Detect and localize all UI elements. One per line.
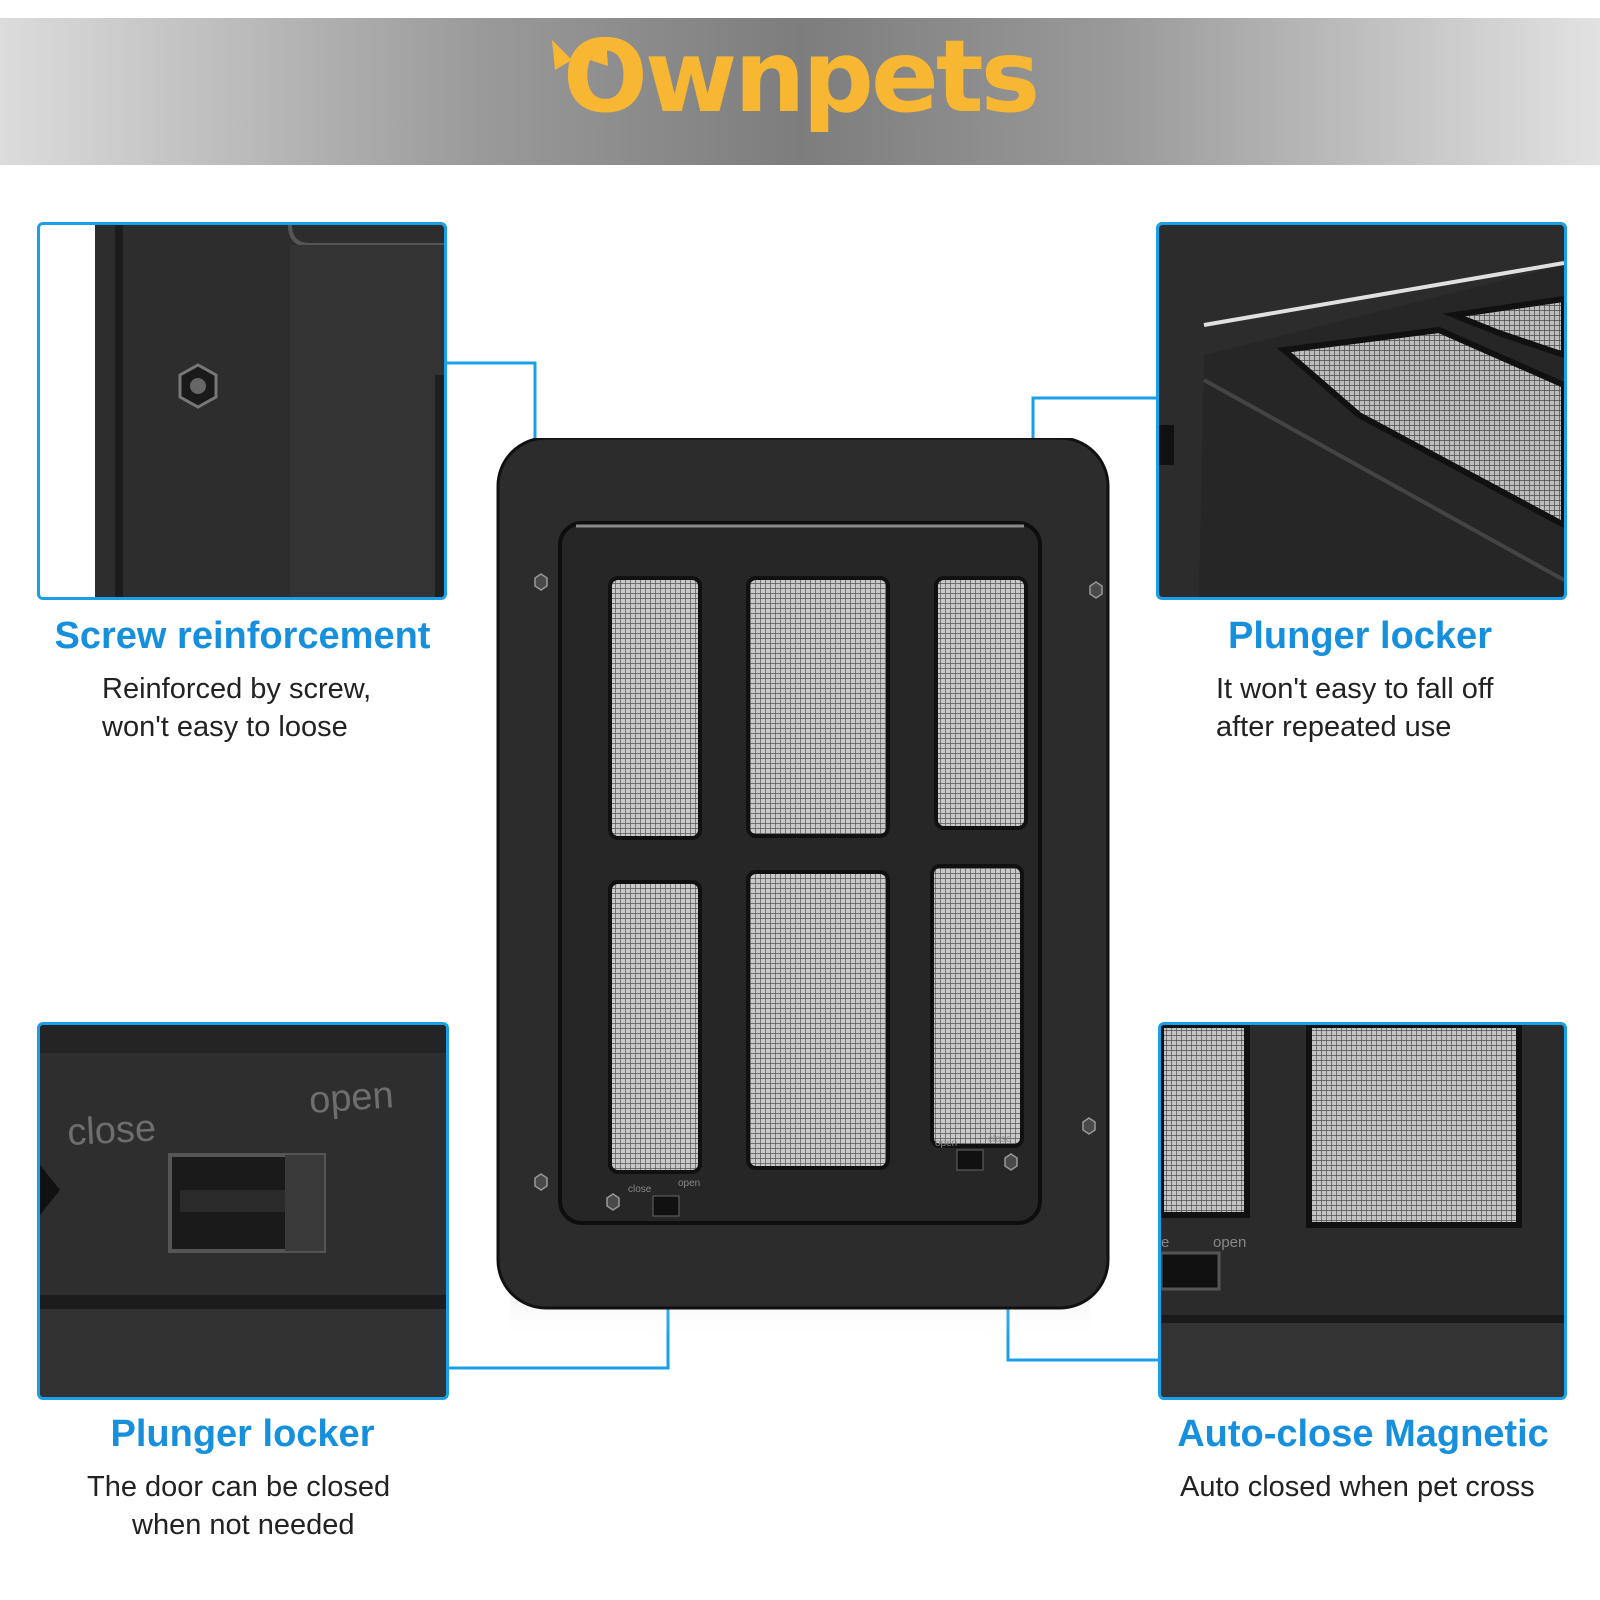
feature-desc-screw-2: won't easy to loose bbox=[102, 711, 348, 743]
feature-desc-plunger-bottom-2: when not needed bbox=[132, 1509, 355, 1541]
thumb-plunger-locker-top bbox=[1156, 222, 1567, 600]
feature-desc-plunger-bottom-1: The door can be closed bbox=[87, 1471, 391, 1503]
thumb-auto-close-magnetic: open e bbox=[1158, 1022, 1567, 1400]
feature-title-screw: Screw reinforcement bbox=[54, 615, 431, 657]
door-close-label-left: close bbox=[628, 1184, 652, 1195]
feature-desc-plunger-top-1: It won't easy to fall off bbox=[1216, 673, 1494, 705]
brand-logo: Ownpets bbox=[0, 22, 1600, 132]
feature-desc-magnetic-1: Auto closed when pet cross bbox=[1180, 1471, 1535, 1503]
svg-text:e: e bbox=[1161, 1234, 1169, 1251]
door-open-label-left: open bbox=[678, 1178, 700, 1189]
brand-banner bbox=[0, 18, 1600, 165]
logo-ears-icon bbox=[552, 38, 608, 70]
feature-desc-screw-1: Reinforced by screw, bbox=[102, 673, 372, 705]
switch-close-label: close bbox=[66, 1107, 157, 1154]
feature-title-magnetic: Auto-close Magnetic bbox=[1177, 1413, 1549, 1455]
switch-indicator-icon bbox=[40, 1165, 60, 1215]
door-open-label-right: open bbox=[935, 1138, 957, 1149]
pet-door-product: close open open close bbox=[496, 438, 1110, 1338]
switch-open-label: open bbox=[308, 1074, 395, 1122]
feature-title-plunger-top: Plunger locker bbox=[1228, 615, 1492, 657]
feature-title-plunger-bottom: Plunger locker bbox=[110, 1413, 375, 1455]
magnet-switch bbox=[1161, 1251, 1221, 1291]
door-close-label-right: close bbox=[988, 1134, 1012, 1145]
magnet-open-label: open bbox=[1213, 1234, 1246, 1251]
feature-desc-plunger-top-2: after repeated use bbox=[1216, 711, 1452, 743]
thumb-plunger-locker-switch: close open bbox=[37, 1022, 449, 1400]
thumb-screw-reinforcement bbox=[37, 222, 447, 600]
brand-logo-text: Ownpets bbox=[562, 18, 1040, 135]
